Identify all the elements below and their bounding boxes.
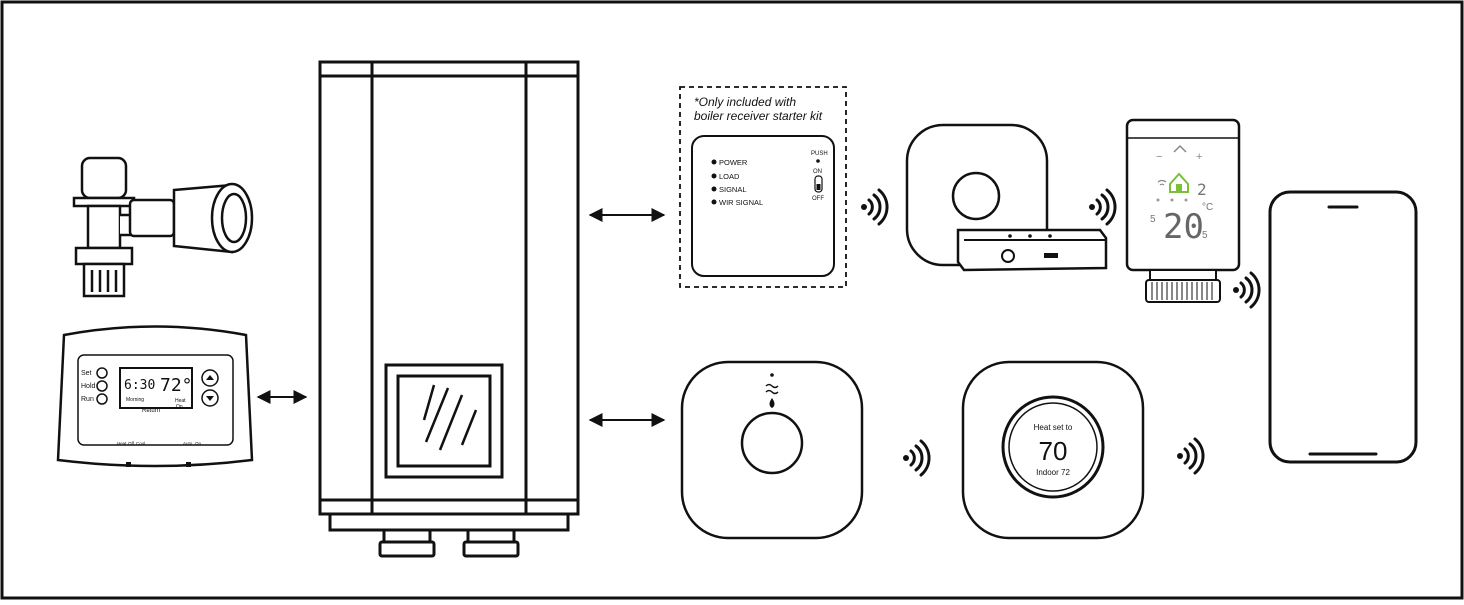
smart-hub: [680, 360, 864, 540]
wall-thermostat-sub-1: Morning: [126, 397, 144, 403]
chevron-up-icon: [206, 375, 214, 380]
usb-port-icon: [1044, 253, 1058, 258]
led-wir-signal-label: WIR SIGNAL: [719, 198, 763, 207]
chevron-down-icon: [206, 396, 214, 401]
bridge-port-icon: [1001, 249, 1015, 263]
trv-unit: °C: [1202, 202, 1213, 213]
water-drop-icon: [769, 398, 775, 408]
trv-mode-icon: [1173, 144, 1187, 153]
kit-note-line-1: *Only included with: [694, 95, 796, 109]
thermostat-value: 70: [1039, 436, 1068, 466]
trv-small-num: 2: [1197, 180, 1207, 199]
trv-minus: −: [1156, 151, 1162, 163]
switch-off-label: OFF: [812, 196, 824, 202]
receiver-kit-panel: *Only included with boiler receiver star…: [679, 86, 847, 288]
hold-button[interactable]: [96, 380, 108, 392]
push-button[interactable]: [816, 159, 820, 163]
thermostat-line3: Indoor 72: [1036, 468, 1070, 477]
wifi-icon: [1157, 179, 1167, 186]
boiler-receiver: [691, 135, 835, 277]
signal-led-icon: [711, 186, 717, 192]
wall-thermostat-btn-hold: Hold: [81, 383, 96, 390]
led-power-label: POWER: [719, 158, 748, 167]
wall-thermostat-sub-3: Heat: [175, 398, 186, 404]
smart-trv-head: − + 2 °C 20 5 5: [1125, 118, 1241, 303]
gateway-hub: [905, 123, 1108, 272]
radiator-valve-trv: [72, 156, 254, 298]
led-load-label: LOAD: [719, 172, 740, 181]
wall-thermostat-mode-heat: Heat: [117, 441, 127, 446]
dashed-kit-outline: [679, 86, 847, 288]
wall-thermostat-sub-4: On: [176, 404, 183, 410]
wall-thermostat-time: 6:30: [124, 378, 155, 393]
wall-thermostat-fan-on: On: [195, 441, 202, 446]
hub-main-button[interactable]: [740, 411, 804, 475]
switch-push-label: PUSH: [811, 151, 828, 157]
wall-thermostat: 6:30 72° Morning Return Heat On Set Hold…: [56, 325, 254, 468]
wave-icon: [765, 383, 779, 395]
wall-thermostat-btn-run: Run: [81, 396, 94, 403]
switch-on-label: ON: [813, 169, 822, 175]
wall-thermostat-mode-off: Off: [128, 441, 135, 446]
wir-signal-led-icon: [711, 199, 717, 205]
trv-right-num: 5: [1202, 230, 1208, 241]
bridge-device: [956, 228, 1108, 272]
set-button[interactable]: [96, 367, 108, 379]
trv-big-temp: 20: [1163, 207, 1204, 247]
smartphone: [1268, 190, 1418, 464]
led-signal-label: SIGNAL: [719, 185, 747, 194]
hub-button[interactable]: [951, 171, 1001, 221]
home-icon: [1169, 172, 1189, 193]
power-led-icon: [711, 159, 717, 165]
wall-thermostat-fan-auto: Auto: [183, 441, 193, 446]
wall-thermostat-btn-set: Set: [81, 370, 92, 377]
trv-left-num: 5: [1150, 214, 1156, 225]
wall-thermostat-mode-cool: Cool: [136, 441, 145, 446]
thermostat-line1: Heat set to: [1034, 423, 1073, 432]
trv-plus: +: [1196, 151, 1202, 163]
run-button[interactable]: [96, 393, 108, 405]
smart-thermostat: Heat set to 70 Indoor 72: [961, 360, 1145, 540]
wall-thermostat-temp: 72°: [160, 375, 193, 396]
boiler-unit: [318, 60, 580, 558]
load-led-icon: [711, 173, 717, 179]
kit-note-line-2: boiler receiver starter kit: [694, 109, 823, 123]
wall-thermostat-sub-2: Return: [142, 408, 160, 414]
